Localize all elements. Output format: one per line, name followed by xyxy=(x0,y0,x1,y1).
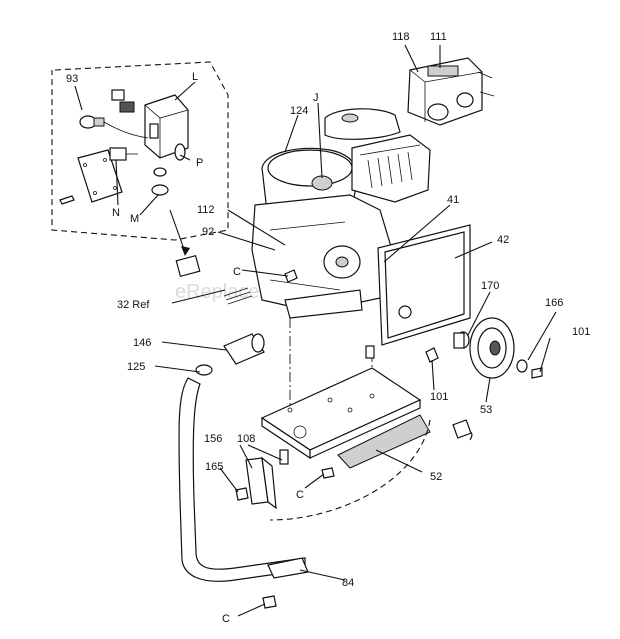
label-124: 124 xyxy=(290,105,308,117)
label-52: 52 xyxy=(430,471,442,483)
detail-inset xyxy=(51,61,229,241)
label-N: N xyxy=(112,207,120,219)
label-125: 125 xyxy=(127,361,145,373)
label-111: 111 xyxy=(430,31,447,43)
label-P: P xyxy=(196,157,203,169)
hose-146 xyxy=(223,333,265,365)
label-L: L xyxy=(192,71,198,83)
nut-c-mid xyxy=(321,467,335,479)
label-93: 93 xyxy=(66,73,78,85)
bracket-84 xyxy=(267,557,309,579)
top-right-assembly xyxy=(407,57,495,126)
bolt-108 xyxy=(279,449,289,465)
label-170: 170 xyxy=(481,280,499,292)
label-101-mid: 101 xyxy=(430,391,448,403)
label-C-1: C xyxy=(233,266,241,278)
label-156: 156 xyxy=(204,433,222,445)
label-M: M xyxy=(130,213,139,225)
label-53: 53 xyxy=(480,404,492,416)
label-C-2: C xyxy=(296,489,304,501)
label-108: 108 xyxy=(237,433,255,445)
label-32-ref: 32 Ref xyxy=(117,299,150,311)
nut-c-top xyxy=(284,269,298,283)
label-165: 165 xyxy=(205,461,223,473)
label-42: 42 xyxy=(497,234,509,246)
bracket-156 xyxy=(245,456,277,510)
label-84: 84 xyxy=(342,577,354,589)
nut-c-bottom xyxy=(262,595,277,609)
label-112: 112 xyxy=(197,204,215,216)
leader-lines xyxy=(74,44,557,617)
label-166: 166 xyxy=(545,297,563,309)
label-92: 92 xyxy=(202,226,214,238)
label-41: 41 xyxy=(447,194,459,206)
label-146: 146 xyxy=(133,337,151,349)
engine xyxy=(251,108,431,319)
base-plate xyxy=(260,345,431,469)
label-C-3: C xyxy=(222,613,230,625)
pulley-group xyxy=(425,317,543,379)
bolt-165 xyxy=(235,487,249,501)
label-118: 118 xyxy=(392,31,410,43)
inset-arrow xyxy=(169,209,186,253)
label-J: J xyxy=(313,92,319,104)
plate-42 xyxy=(377,224,471,346)
label-101-right: 101 xyxy=(572,326,590,338)
fitting-32 xyxy=(175,254,253,305)
